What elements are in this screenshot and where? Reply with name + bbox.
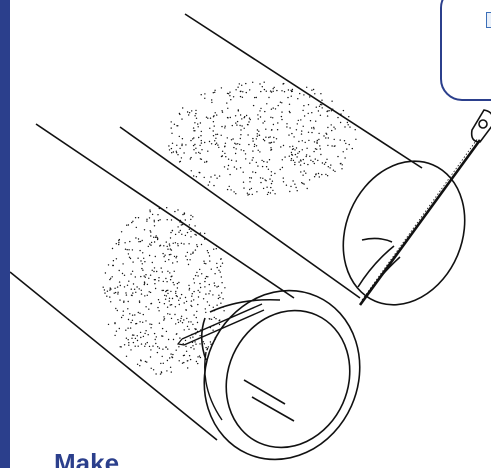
lower-pipe-reflection-1 [244,380,285,404]
lower-pipe-end [178,266,387,468]
lower-pipe-reflection-2 [252,397,294,421]
lower-pipe-collar-top [210,300,280,312]
upper-pipe-end [322,142,487,324]
tape-upper-body [360,140,480,305]
tape-strip-top [182,304,262,339]
pipe-texture [103,82,357,375]
tape-upper-ticks [362,138,478,300]
lower-pipe-edge-top [36,124,294,298]
tape-reel-hub [479,120,487,128]
upper-pipe-edge-top [185,14,422,168]
upper-pipe-inner-line [362,238,392,242]
tape-reel-icon [472,110,491,142]
upper-pipe-edge-bottom [120,127,360,298]
tape-wrap-lower [205,352,222,420]
section-heading: Make [54,448,119,468]
